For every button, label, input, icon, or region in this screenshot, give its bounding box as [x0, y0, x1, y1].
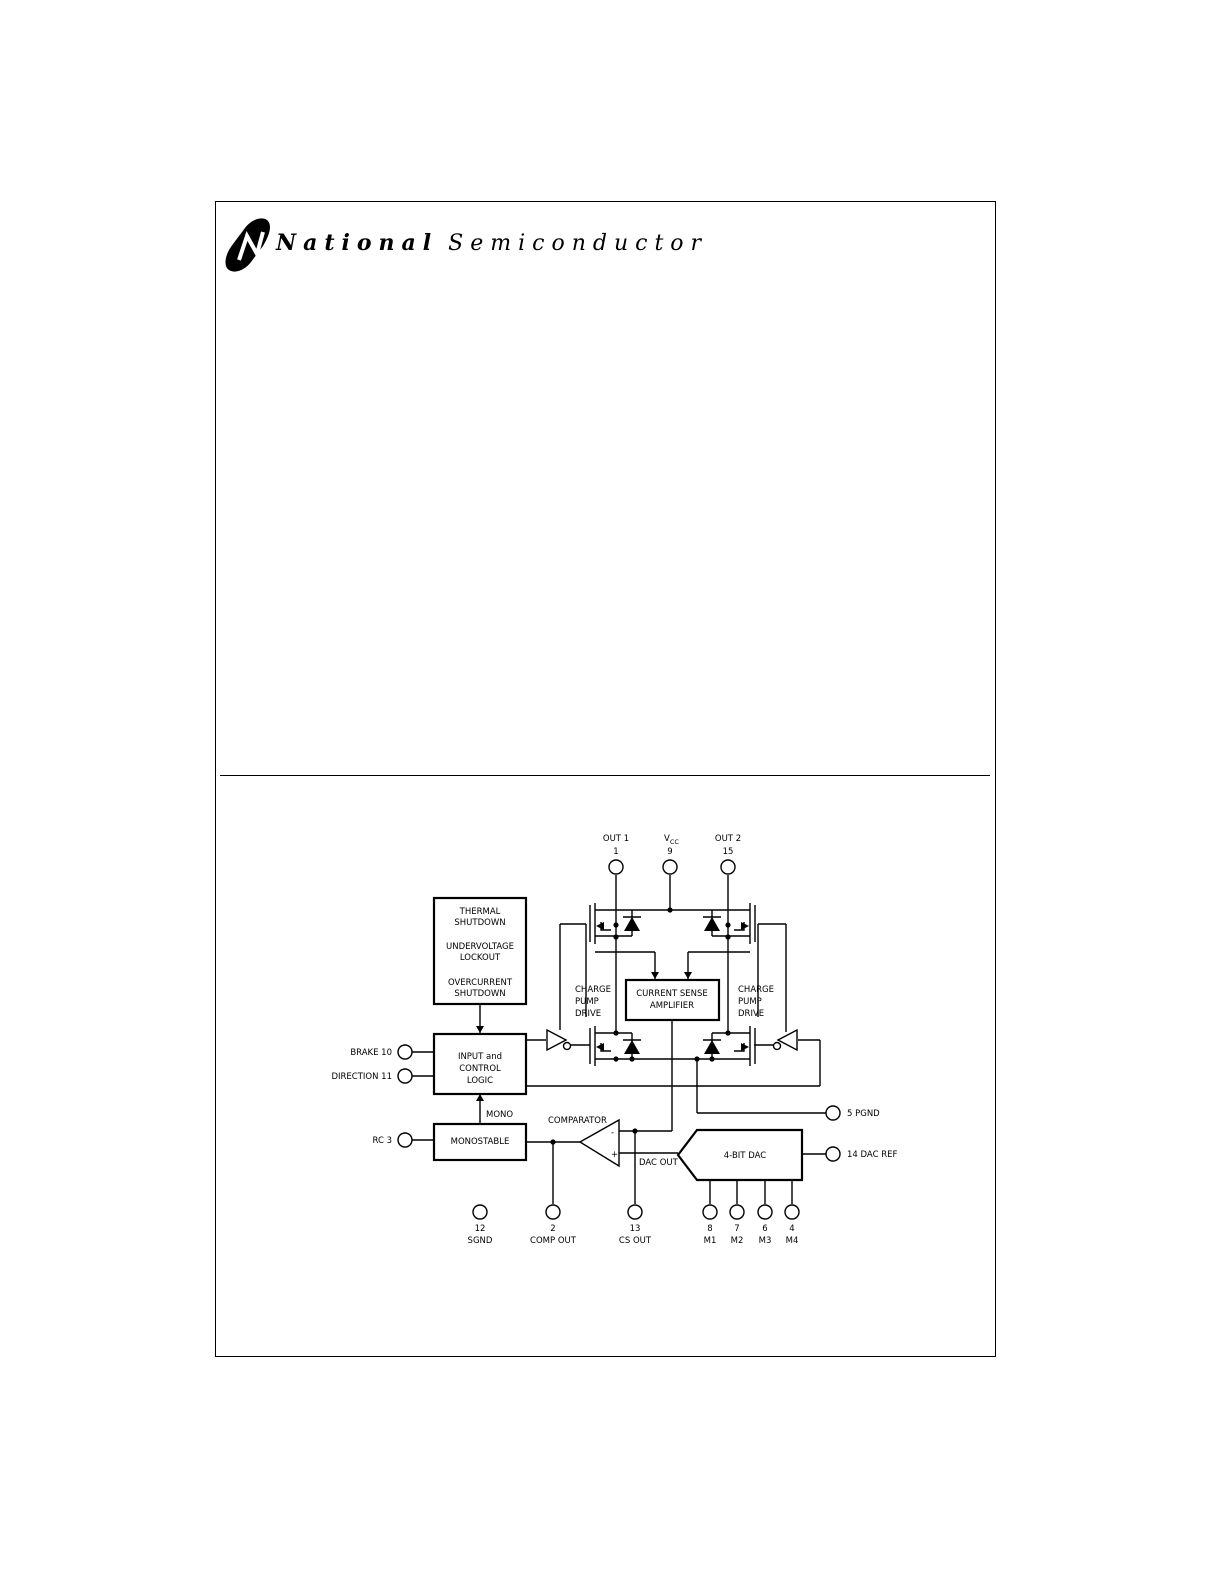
protection-line-5: OVERCURRENT: [448, 978, 513, 988]
pin-m3-num: 6: [762, 1224, 767, 1234]
pin-m4: [784, 1204, 800, 1220]
comparator-icon: [578, 1118, 620, 1168]
pin-sgnd-num: 12: [475, 1224, 486, 1234]
current-sense-line-2: AMPLIFIER: [650, 1001, 694, 1011]
pin-out1-name: OUT 1: [603, 834, 629, 844]
junction-dots: [550, 907, 731, 1145]
charge-pump-left-line-1: CHARGE: [575, 985, 611, 995]
mosfet-q4-icon: [734, 1026, 756, 1066]
pin-pgnd: [825, 1105, 841, 1121]
pin-out2: [720, 859, 736, 875]
charge-pump-right-line-3: DRIVE: [738, 1009, 764, 1019]
control-line-2: CONTROL: [459, 1064, 501, 1074]
pin-rc-label: RC 3: [372, 1136, 392, 1146]
protection-line-4: LOCKOUT: [460, 953, 501, 963]
control-line-1: INPUT and: [458, 1052, 502, 1062]
diode-d3-icon: [623, 1033, 641, 1059]
current-sense-line-1: CURRENT SENSE: [636, 989, 707, 999]
diode-d2-icon: [703, 910, 721, 936]
pin-m3-name: M3: [759, 1236, 772, 1246]
dac-out-label: DAC OUT: [639, 1158, 679, 1168]
pin-comp-out-num: 2: [550, 1224, 555, 1234]
national-logo-icon: [225, 218, 270, 272]
pin-out2-num: 15: [723, 847, 734, 857]
pin-dac-ref-label: 14 DAC REF: [847, 1150, 897, 1160]
monostable-block: [432, 1122, 528, 1162]
dac-label: 4-BIT DAC: [724, 1151, 766, 1161]
section-divider: [220, 775, 990, 776]
pin-out1: [608, 859, 624, 875]
comparator-label: COMPARATOR: [548, 1116, 607, 1126]
pin-m1: [702, 1204, 718, 1220]
current-sense-block: [624, 978, 721, 1022]
pin-m4-name: M4: [786, 1236, 799, 1246]
pin-m2-num: 7: [734, 1224, 739, 1234]
charge-pump-left-line-3: DRIVE: [575, 1009, 601, 1019]
pin-cs-out-num: 13: [630, 1224, 641, 1234]
pin-sgnd: [472, 1204, 488, 1220]
brand-name: National Semiconductor: [276, 230, 708, 256]
pin-vcc-name: VCC: [664, 834, 679, 846]
protection-line-1: THERMAL: [459, 907, 501, 917]
pin-m4-num: 4: [789, 1224, 794, 1234]
comparator-minus-label: -: [611, 1128, 614, 1138]
pin-comp-out: [545, 1204, 561, 1220]
pin-brake-label: BRAKE 10: [350, 1048, 392, 1058]
control-line-3: LOGIC: [467, 1076, 493, 1086]
diode-d1-icon: [623, 910, 641, 936]
pin-m1-name: M1: [704, 1236, 717, 1246]
pin-cs-out: [627, 1204, 643, 1220]
pin-m1-num: 8: [707, 1224, 712, 1234]
dac-block: [676, 1128, 804, 1182]
brand-name-bold: National: [276, 230, 439, 256]
charge-pump-left-line-2: PUMP: [575, 997, 599, 1007]
pin-out2-name: OUT 2: [715, 834, 741, 844]
comparator-plus-label: +: [611, 1150, 618, 1160]
pin-out1-num: 1: [613, 847, 618, 857]
protection-line-6: SHUTDOWN: [454, 989, 505, 999]
pin-m2: [729, 1204, 745, 1220]
pin-sgnd-name: SGND: [468, 1236, 493, 1246]
brand-name-light: Semiconductor: [448, 231, 709, 256]
pin-m3: [757, 1204, 773, 1220]
pin-cs-out-name: CS OUT: [619, 1236, 652, 1246]
pin-direction-label: DIRECTION 11: [331, 1072, 392, 1082]
protection-line-2: SHUTDOWN: [454, 918, 505, 928]
mosfet-q1-icon: [589, 903, 611, 944]
pin-vcc-num: 9: [667, 847, 672, 857]
mosfet-q2-icon: [734, 903, 756, 944]
mosfet-q3-icon: [589, 1026, 611, 1066]
mono-signal-label: MONO: [486, 1110, 513, 1120]
pin-rc: [397, 1132, 413, 1148]
page-frame: [215, 201, 996, 1357]
pin-pgnd-label: 5 PGND: [847, 1109, 880, 1119]
control-logic-block: [432, 1032, 528, 1096]
protection-block: [432, 896, 528, 1006]
charge-pump-driver-right-icon: [772, 1028, 798, 1052]
diode-d4-icon: [703, 1033, 721, 1059]
charge-pump-driver-left-icon: [546, 1028, 572, 1052]
charge-pump-right-line-1: CHARGE: [738, 985, 774, 995]
pin-brake: [397, 1044, 413, 1060]
protection-line-3: UNDERVOLTAGE: [446, 942, 514, 952]
charge-pump-right-line-2: PUMP: [738, 997, 762, 1007]
pin-direction: [397, 1068, 413, 1084]
monostable-label: MONOSTABLE: [451, 1137, 510, 1147]
pin-dac-ref: [825, 1146, 841, 1162]
wiring: [412, 875, 826, 1204]
pin-comp-out-name: COMP OUT: [530, 1236, 577, 1246]
pin-vcc: [662, 859, 678, 875]
pin-m2-name: M2: [731, 1236, 744, 1246]
